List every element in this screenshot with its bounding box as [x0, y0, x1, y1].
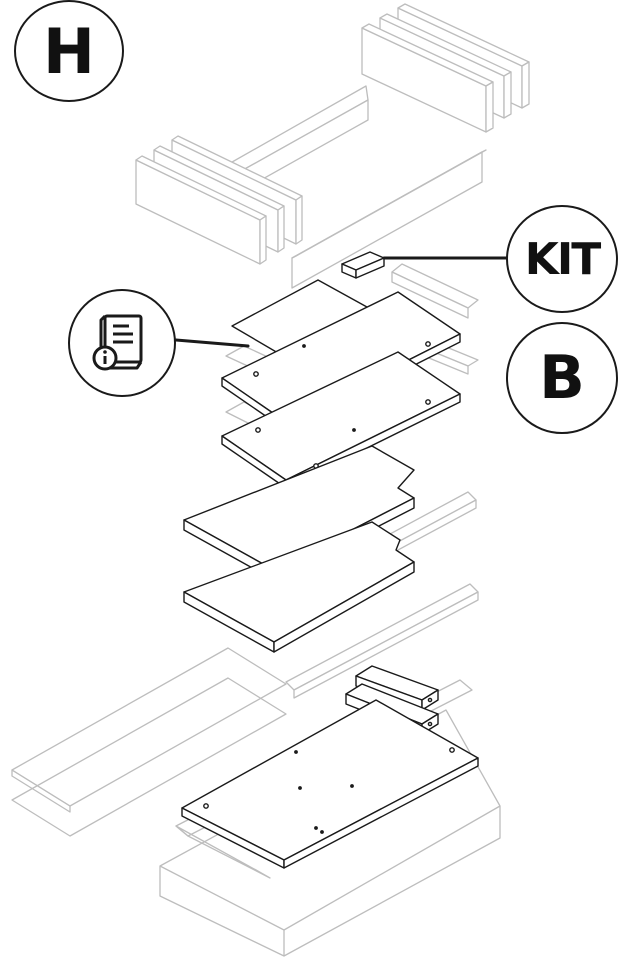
ghost-boards-left — [135, 135, 303, 265]
ghost-slats-right — [391, 263, 479, 375]
section-letter: H — [43, 14, 95, 88]
manual-info-icon — [92, 314, 143, 371]
part-letter: B — [539, 343, 585, 413]
kit-label: KIT — [524, 233, 601, 285]
leader-line-manual — [174, 338, 250, 348]
kit-box — [341, 251, 385, 279]
part-badge: B — [506, 322, 618, 434]
manual-badge — [68, 289, 176, 397]
ghost-rail-long — [291, 149, 487, 289]
kit-badge: KIT — [506, 205, 618, 313]
panel-4 — [183, 521, 415, 653]
section-badge: H — [14, 0, 124, 102]
ghost-boards-top-right — [361, 3, 530, 133]
panel-bottom — [181, 699, 479, 869]
